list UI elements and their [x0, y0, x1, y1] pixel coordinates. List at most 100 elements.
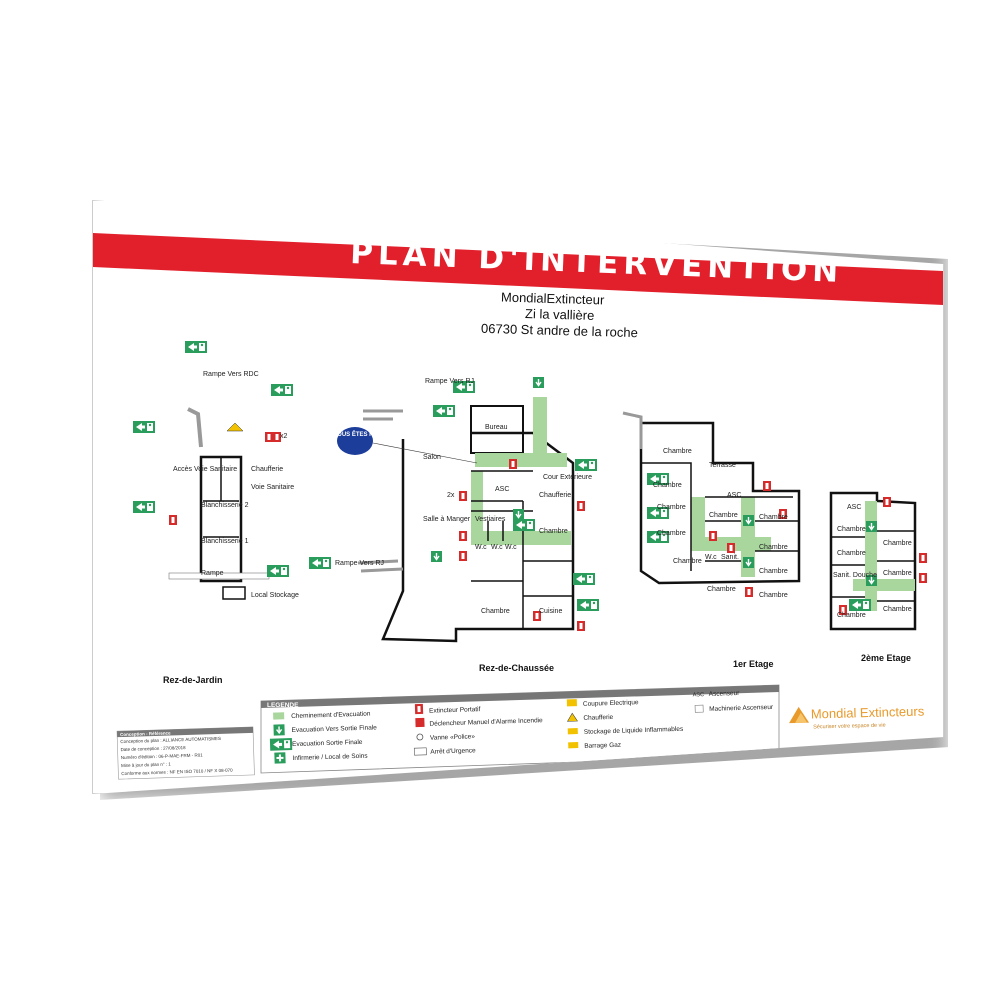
floor-label: 1er Etage — [733, 659, 774, 669]
room-label: W.c — [505, 544, 517, 551]
info-line: Mise à jour du plan n° : 1 — [121, 761, 171, 768]
room-label: W.c — [475, 544, 487, 551]
info-line: Date de conception : 27/08/2018 — [121, 745, 187, 752]
floor-2eme-etage: ASC Chambre Chambre Chambre Sanit. Douch… — [829, 491, 927, 663]
extinguisher-icon — [577, 501, 585, 511]
room-label: Chambre — [883, 540, 912, 547]
boiler-room-icon — [226, 422, 244, 432]
you-are-here-label: VOUS ÊTES ICI — [333, 430, 377, 438]
exit-sign-icon — [133, 421, 155, 433]
brand-logo: Mondial Extincteurs Sécuriser votre espa… — [789, 704, 925, 731]
exit-sign-icon — [573, 573, 595, 585]
legend-item: Coupure Electrique — [583, 699, 639, 708]
floor-1er-etage: Chambre Terrasse Chambre ASC Chambre Cha… — [622, 411, 801, 669]
exit-sign-icon — [185, 341, 207, 353]
room-label: ASC — [847, 504, 861, 511]
exit-sign-icon — [133, 501, 155, 513]
legend-item: Stockage de Liquide Inflammables — [584, 726, 684, 736]
evacuation-arrow-icon — [532, 376, 545, 389]
room-label: Blanchisserie 1 — [201, 538, 249, 545]
extinguisher-icon — [763, 481, 771, 491]
brand-tagline: Sécuriser votre espace de vie — [813, 723, 886, 731]
room-label: Chambre — [883, 570, 912, 577]
exit-sign-icon — [433, 405, 455, 417]
room-label: Chambre — [759, 568, 788, 575]
evacuation-arrow-icon — [430, 550, 443, 563]
room-label: Chambre — [759, 514, 788, 521]
room-label: Rampe Vers RDC — [203, 371, 259, 378]
extinguisher-icon — [745, 587, 753, 597]
floor-label: 2ème Etage — [861, 653, 911, 663]
room-label: Cour Extérieure — [543, 474, 592, 481]
extinguisher-icon — [265, 432, 273, 442]
exit-sign-icon — [267, 565, 289, 577]
room-label: Vestiaires — [475, 516, 506, 523]
room-label: Chambre — [673, 558, 702, 565]
room-label: Chambre — [653, 482, 682, 489]
room-label: Chambre — [707, 586, 736, 593]
you-are-here-marker — [337, 427, 373, 455]
room-label: Chambre — [657, 504, 686, 511]
exit-sign-icon — [309, 557, 331, 569]
evacuation-corridor — [691, 497, 705, 547]
room-label: Local Stockage — [251, 592, 299, 599]
room-label: ASC — [495, 486, 509, 493]
info-heading: Conception - Référence — [120, 730, 171, 737]
legend-item: Evacuation Vers Sortie Finale — [292, 724, 378, 734]
room-label: Chambre — [759, 592, 788, 599]
room-label: Chambre — [709, 512, 738, 519]
exit-sign-icon — [269, 738, 293, 751]
evacuation-arrow-icon — [742, 556, 755, 569]
legend-item: Arrêt d'Urgence — [430, 747, 476, 755]
title-banner — [93, 233, 943, 305]
info-line: Numéro d'édition : 06-P-MAE-FRM - R01 — [121, 752, 203, 760]
extinguisher-icon — [883, 497, 891, 507]
exit-sign-icon — [575, 459, 597, 471]
floor-rez-de-jardin: Rampe Vers RDC Accès Voie Sanitaire Chau… — [133, 341, 299, 685]
extinguisher-icon — [727, 543, 735, 553]
room-label: Rampe Vers RJ — [335, 560, 384, 567]
room-label: Salon — [423, 454, 441, 461]
legend-heading: LEGENDE — [267, 702, 299, 709]
legend-item: Evacuation Sortie Finale — [292, 739, 363, 748]
extinguisher-icon — [459, 531, 467, 541]
room-label: Chambre — [663, 448, 692, 455]
evacuation-plan-board: PLAN D'INTERVENTION MondialExtincteur Zi… — [92, 200, 944, 794]
extinguisher-icon — [577, 621, 585, 631]
floor-rez-de-chaussee: VOUS ÊTES ICI Rampe Vers RJ Bureau Salon… — [309, 376, 599, 673]
room-label: Chambre — [883, 606, 912, 613]
floor-plans: Rampe Vers RDC Accès Voie Sanitaire Chau… — [116, 341, 927, 780]
evacuation-arrow-icon — [865, 520, 878, 533]
extinguisher-icon — [414, 703, 424, 715]
room-label: Chambre — [837, 526, 866, 533]
extinguisher-icon — [919, 573, 927, 583]
room-label: Accès Voie Sanitaire — [173, 466, 237, 473]
exit-sign-icon — [577, 599, 599, 611]
room-label: Terrasse — [709, 462, 736, 469]
room-label: Chaufferie — [539, 492, 571, 499]
room-label: ASC — [727, 492, 741, 499]
legend-panel: LEGENDE Cheminement d'Evacuation Evacuat… — [260, 684, 780, 774]
room-label: Chambre — [837, 612, 866, 619]
legend-item: Cheminement d'Evacuation — [291, 711, 371, 720]
legend-item: Ascenseur — [709, 690, 741, 698]
evacuation-arrow-icon — [272, 723, 286, 737]
legend-item: Machinerie Ascenseur — [709, 704, 774, 713]
legend-item: Déclencheur Manuel d'Alarme Incendie — [429, 717, 543, 728]
room-label: Cuisine — [539, 608, 562, 615]
room-label: Chambre — [481, 608, 510, 615]
room-label: Rampe — [201, 570, 224, 577]
evacuation-corridor — [533, 397, 547, 453]
info-box: Conception - Référence Conception du pla… — [116, 726, 255, 780]
extinguisher-icon — [459, 491, 467, 501]
exit-sign-icon — [271, 384, 293, 396]
evacuation-corridor — [471, 531, 571, 545]
room-label: W.c — [705, 554, 717, 561]
room-label: Voie Sanitaire — [251, 484, 294, 491]
room-label: Rampe Vers RJ — [425, 378, 474, 385]
room-label: Chambre — [539, 528, 568, 535]
floor-label: Rez-de-Jardin — [163, 675, 223, 685]
room-label: Blanchisserie 2 — [201, 502, 249, 509]
room-label: Chambre — [657, 530, 686, 537]
room-label: Bureau — [485, 424, 508, 431]
